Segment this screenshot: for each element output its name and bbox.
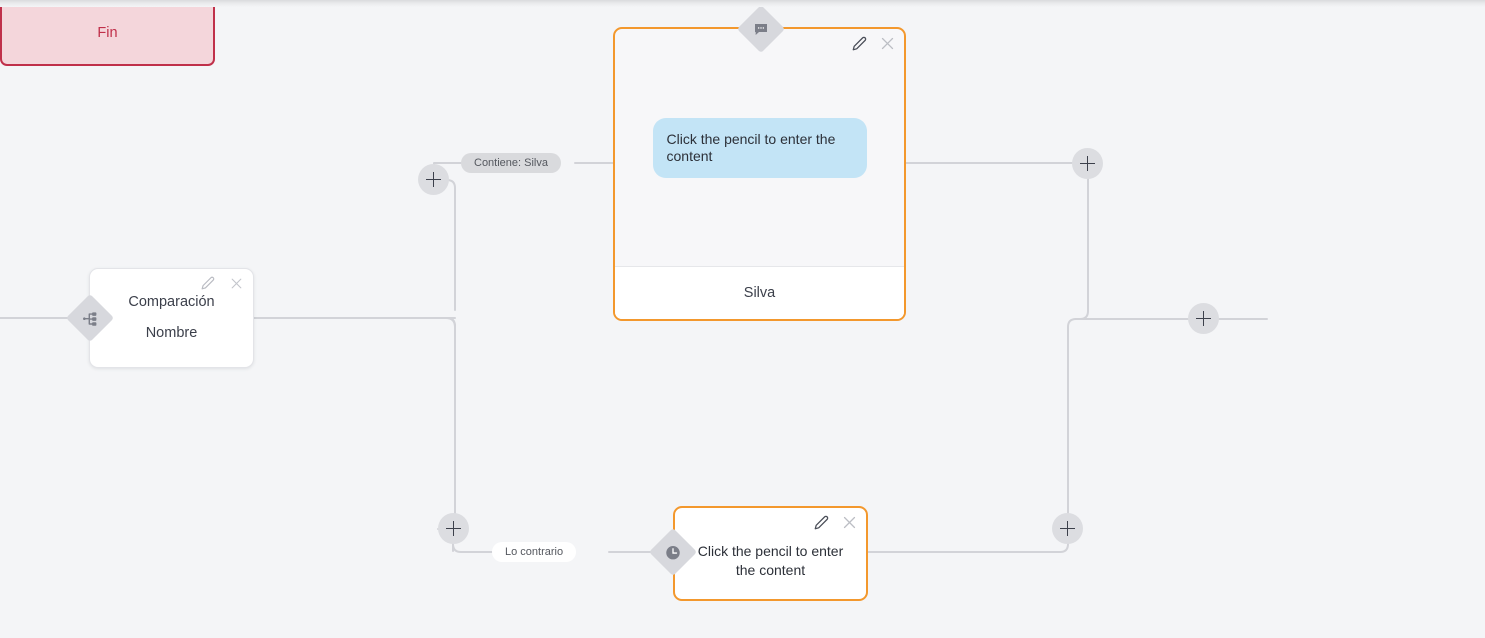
edge-branch-up-1 [433, 179, 456, 311]
add-node-bottom-right[interactable] [1052, 513, 1083, 544]
node-comparison[interactable]: Comparación Nombre [89, 268, 254, 368]
node-message-actions [851, 35, 895, 51]
edge-branch-down [445, 317, 464, 530]
clock-icon-badge[interactable] [648, 527, 698, 577]
close-icon[interactable] [228, 275, 244, 291]
node-message[interactable]: Click the pencil to enter the content Si… [613, 27, 906, 321]
add-node-before-end[interactable] [1188, 303, 1219, 334]
pencil-icon[interactable] [200, 275, 216, 291]
add-node-top-left[interactable] [418, 164, 449, 195]
edge-plus1-to-label [433, 162, 462, 165]
node-comparison-subtitle: Nombre [145, 325, 198, 341]
clock-icon [665, 544, 682, 561]
pencil-icon[interactable] [813, 514, 829, 530]
chat-bubble-icon [753, 21, 769, 37]
node-comparison-actions [200, 275, 244, 291]
top-shadow-strip [0, 0, 1485, 7]
pencil-icon[interactable] [851, 35, 867, 51]
node-wait[interactable]: Click the pencil to enter the content [673, 506, 868, 601]
edge-plus3-to-label [452, 543, 493, 553]
add-node-bottom-left[interactable] [438, 513, 469, 544]
node-end-label: Fin [97, 25, 118, 41]
edge-label-contiene[interactable]: Contiene: Silva [461, 153, 561, 173]
close-icon[interactable] [841, 514, 857, 530]
edge-label-contrario[interactable]: Lo contrario [492, 542, 577, 562]
node-message-body: Click the pencil to enter the content [615, 29, 904, 266]
node-end[interactable]: Fin [0, 0, 215, 66]
branch-icon [82, 310, 99, 327]
node-wait-text: Click the pencil to enter the content [697, 542, 844, 578]
message-bubble: Click the pencil to enter the content [652, 117, 867, 178]
branch-icon-badge[interactable] [65, 293, 115, 343]
close-icon[interactable] [879, 35, 895, 51]
node-message-footer: Silva [615, 266, 904, 319]
edge-plus4-up [1067, 318, 1077, 514]
add-node-top-right[interactable] [1072, 148, 1103, 179]
node-wait-actions [813, 514, 857, 530]
edge-plus2-down [1079, 178, 1089, 320]
node-comparison-title: Comparación [128, 294, 215, 310]
edge-wait-to-plus4 [867, 528, 1069, 553]
chat-bubble-icon-badge[interactable] [736, 4, 786, 54]
